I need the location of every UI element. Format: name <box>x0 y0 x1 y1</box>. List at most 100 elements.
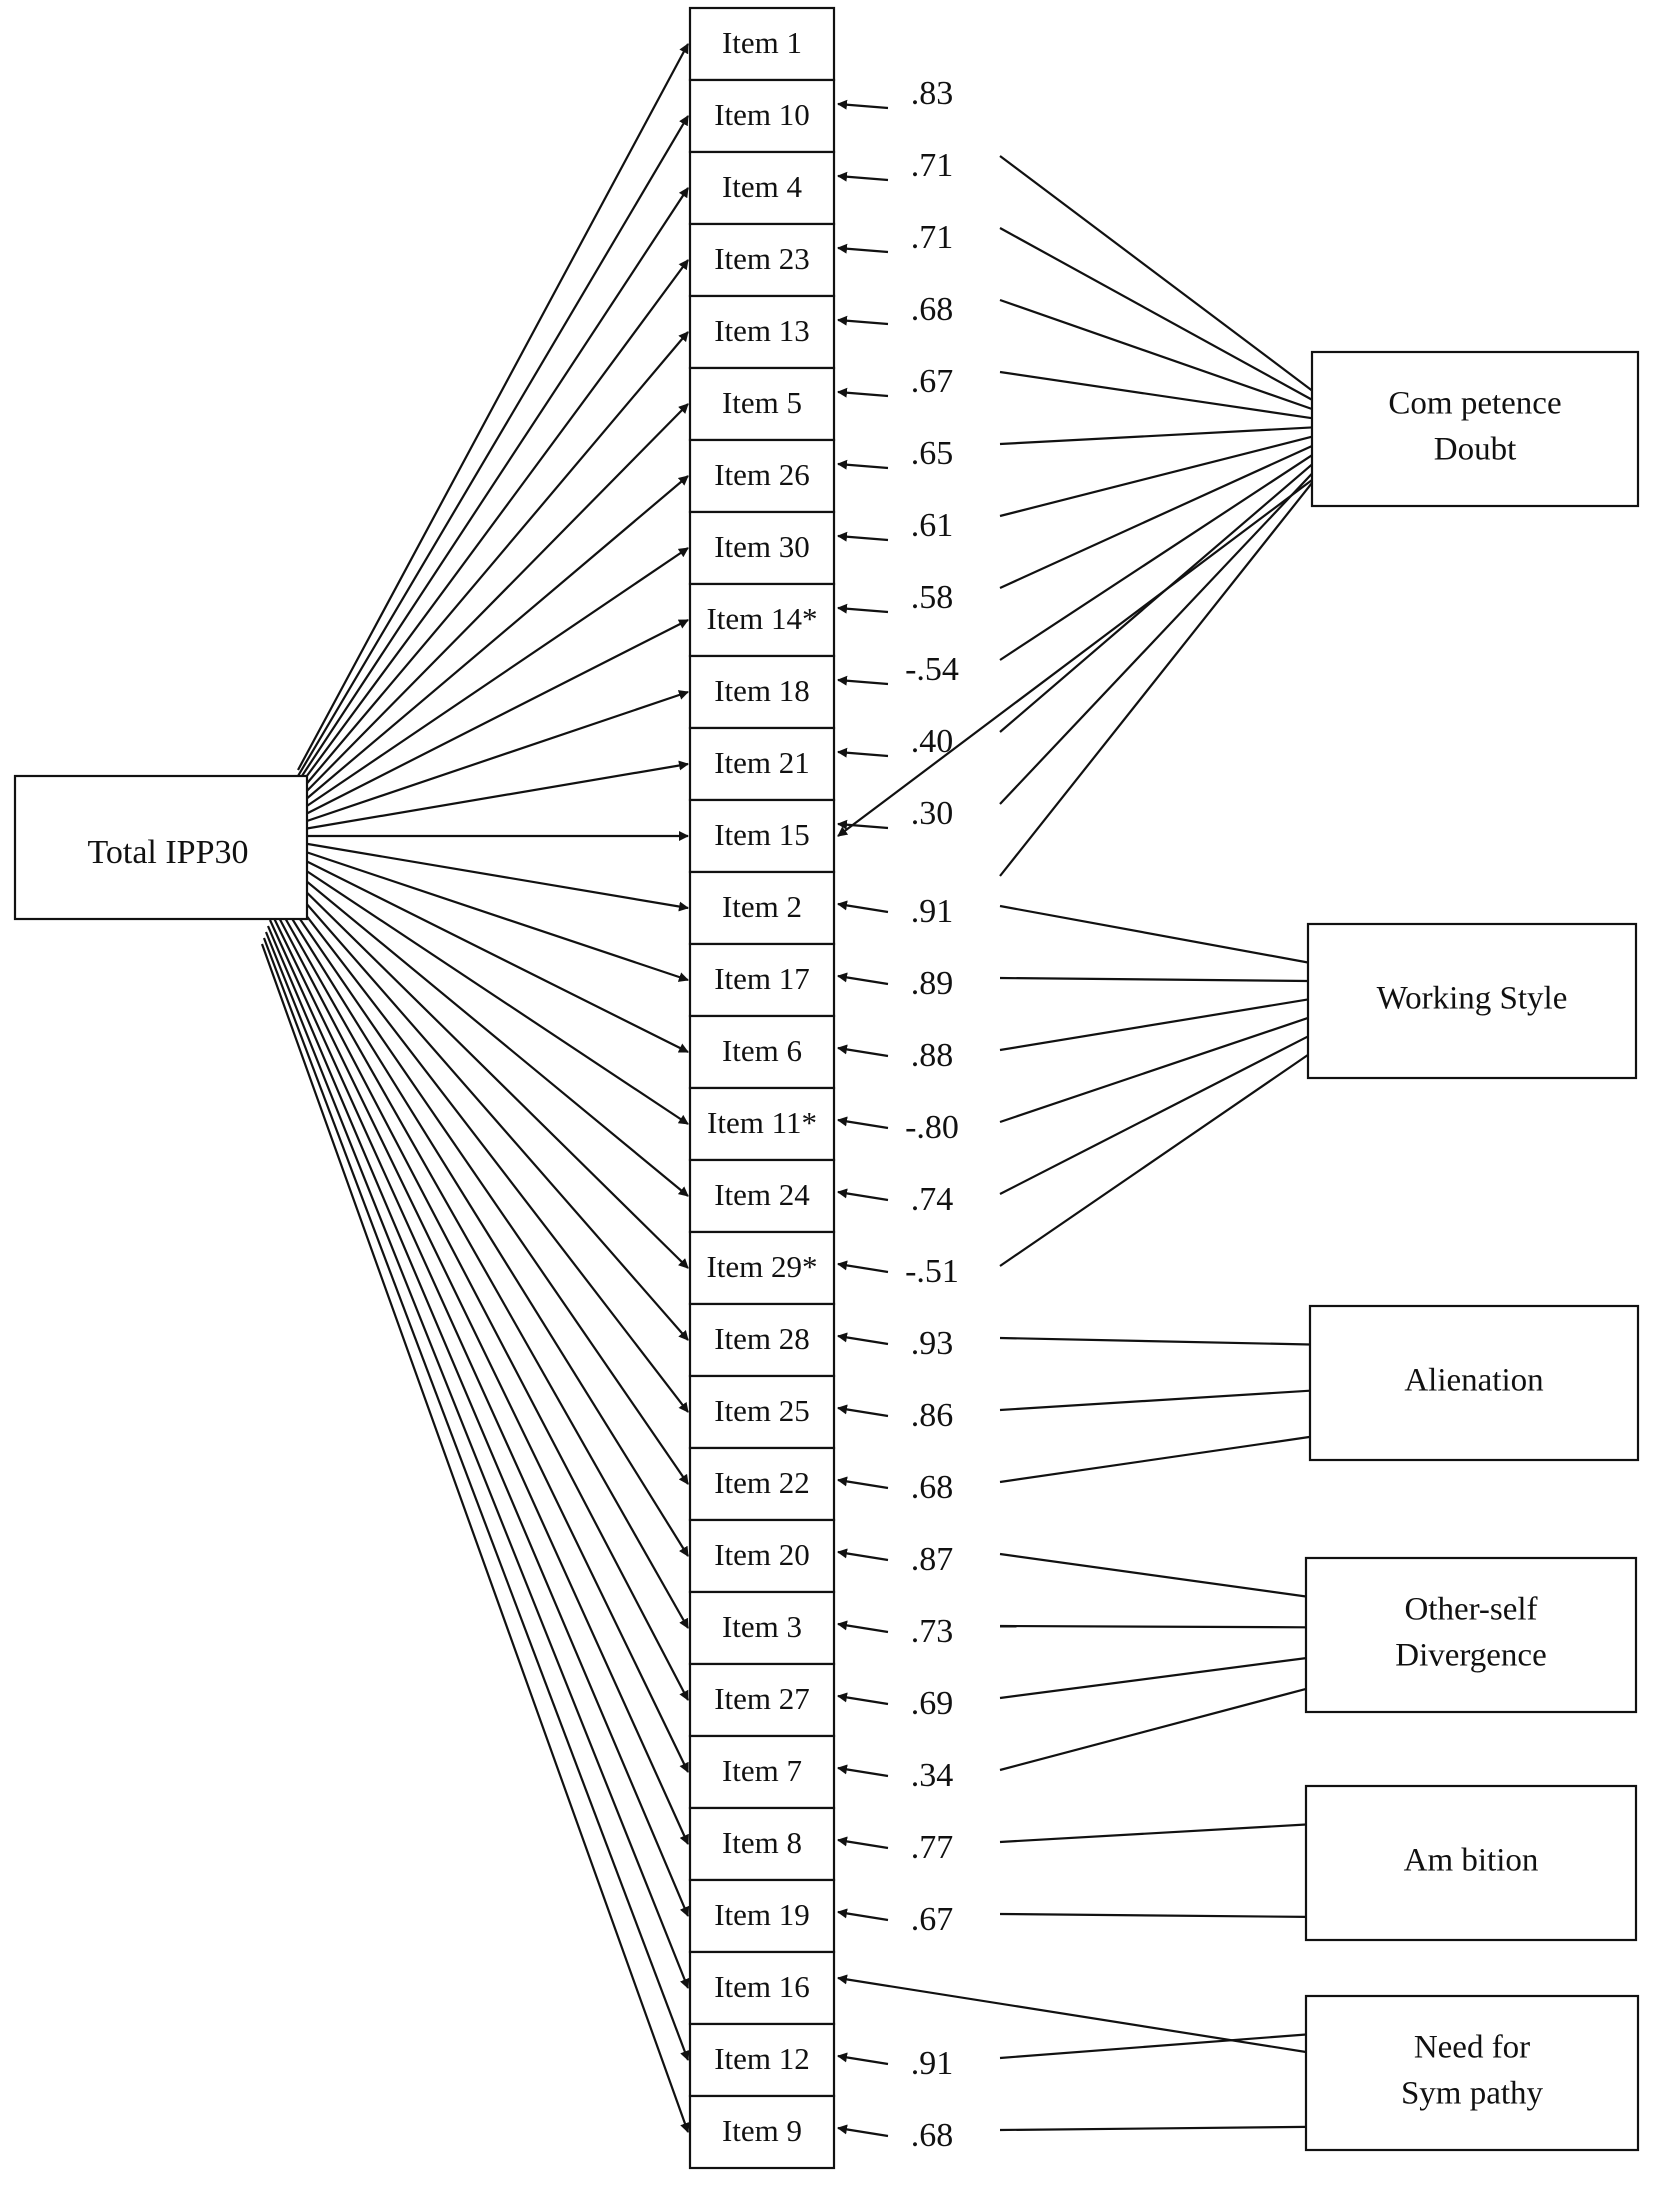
loading-label: .69 <box>911 1685 954 1722</box>
loading-label: .86 <box>911 1397 954 1434</box>
item-box <box>688 1950 836 2026</box>
item-box <box>688 870 836 946</box>
loading-label: -.80 <box>905 1109 959 1146</box>
item-label: Item 23 <box>714 241 810 276</box>
total-arrow-item-17 <box>293 846 689 982</box>
loading-arrow <box>837 1044 889 1058</box>
loading-label: .68 <box>911 2117 954 2154</box>
total-ipp30-label: Total IPP30 <box>87 834 248 871</box>
total-to-item-arrows <box>260 43 690 2133</box>
total-arrow-item-23 <box>297 259 689 789</box>
total-arrow-item-28 <box>283 877 689 1341</box>
item-label: Item 8 <box>722 1825 802 1860</box>
item-box <box>688 366 836 442</box>
loading-label: .30 <box>911 795 954 832</box>
factor-label: Com petence <box>1388 386 1561 422</box>
total-arrow-item-21 <box>297 760 689 832</box>
item-node-item-21: Item 21 <box>688 726 836 802</box>
factor-box <box>1304 1556 1638 1714</box>
total-arrow-item-22 <box>279 889 689 1485</box>
total-arrow-item-29 <box>285 871 689 1269</box>
factor-line <box>999 1336 1311 1346</box>
loading-arrow <box>837 1908 889 1922</box>
factor-to-label-lines <box>999 155 1313 2132</box>
total-arrow-item-13 <box>297 331 689 795</box>
competence-doubt-item15-arrow <box>837 479 1313 837</box>
item-label: Item 30 <box>714 529 810 564</box>
item-box <box>688 1806 836 1882</box>
item-node-item-20: Item 20 <box>688 1518 836 1594</box>
item-box <box>688 1374 836 1450</box>
item-box <box>688 2094 836 2170</box>
item-node-item-28: Item 28 <box>688 1302 836 1378</box>
factor-line <box>999 904 1309 964</box>
factor-line <box>999 1823 1307 1844</box>
total-arrow-item-30 <box>297 547 689 813</box>
loading-arrows <box>837 99 1313 2138</box>
loading-arrow <box>837 387 889 398</box>
factor-line <box>999 155 1313 392</box>
item-node-item-4: Item 4 <box>688 150 836 226</box>
total-arrow-item-19 <box>266 925 690 1917</box>
item-label: Item 22 <box>714 1465 810 1500</box>
item-node-item-8: Item 8 <box>688 1806 836 1882</box>
factor-label: Divergence <box>1395 1638 1546 1674</box>
item-node-item-25: Item 25 <box>688 1374 836 1450</box>
total-ipp30-box <box>13 774 309 921</box>
item-node-item-17: Item 17 <box>688 942 836 1018</box>
item-label: Item 4 <box>722 169 803 204</box>
item-box <box>688 1302 836 1378</box>
loading-label: .67 <box>911 1901 954 1938</box>
item-node-item-6: Item 6 <box>688 1014 836 1090</box>
item-box <box>688 726 836 802</box>
item-label: Item 26 <box>714 457 810 492</box>
loading-arrow <box>837 819 889 830</box>
factor-line <box>999 227 1313 401</box>
item-label: Item 24 <box>714 1177 810 1212</box>
loading-label: .74 <box>911 1181 954 1218</box>
loading-arrow <box>837 1404 889 1418</box>
item-node-item-13: Item 13 <box>688 294 836 370</box>
total-arrow-item-20 <box>277 895 689 1557</box>
item-label: Item 9 <box>722 2113 802 2148</box>
loading-arrow <box>837 99 889 110</box>
item-box <box>688 1158 836 1234</box>
item-box <box>688 222 836 298</box>
item-label: Item 28 <box>714 1321 810 1356</box>
item-node-item-2: Item 2 <box>688 870 836 946</box>
item-label: Item 15 <box>714 817 810 852</box>
factor-line <box>999 1035 1309 1195</box>
factor-box <box>1306 922 1638 1080</box>
factor-line <box>999 1657 1307 1700</box>
factor-line <box>999 482 1313 877</box>
item-label: Item 7 <box>722 1753 802 1788</box>
item-node-item-29: Item 29* <box>688 1230 836 1306</box>
total-arrow-item-5 <box>297 403 689 801</box>
item-box <box>688 1518 836 1594</box>
item-label: Item 1 <box>722 25 802 60</box>
factor-line <box>999 454 1313 661</box>
loading-arrow <box>837 1692 889 1706</box>
loading-label: .77 <box>911 1829 954 1866</box>
total-arrow-item-8 <box>268 919 690 1845</box>
item-label: Item 21 <box>714 745 810 780</box>
loading-arrow <box>837 1476 889 1490</box>
loading-label: .83 <box>911 75 954 112</box>
item-label: Item 18 <box>714 673 810 708</box>
item-label: Item 5 <box>722 385 802 420</box>
loading-arrow <box>837 1116 889 1130</box>
total-arrow-item-6 <box>291 853 689 1053</box>
factor-line <box>999 370 1313 420</box>
item-box <box>688 1446 836 1522</box>
loading-label: .88 <box>911 1037 954 1074</box>
loading-label: .68 <box>911 1469 954 1506</box>
item-node-item-15: Item 15 <box>688 798 836 874</box>
loading-arrow <box>837 1548 889 1562</box>
loading-arrow <box>837 972 889 986</box>
factor-line <box>999 1624 1307 1629</box>
factor-line <box>999 1687 1307 1772</box>
item-box <box>688 510 836 586</box>
factor-line <box>999 2125 1307 2132</box>
loading-label: -.51 <box>905 1253 959 1290</box>
factor-label: Alienation <box>1404 1363 1543 1399</box>
